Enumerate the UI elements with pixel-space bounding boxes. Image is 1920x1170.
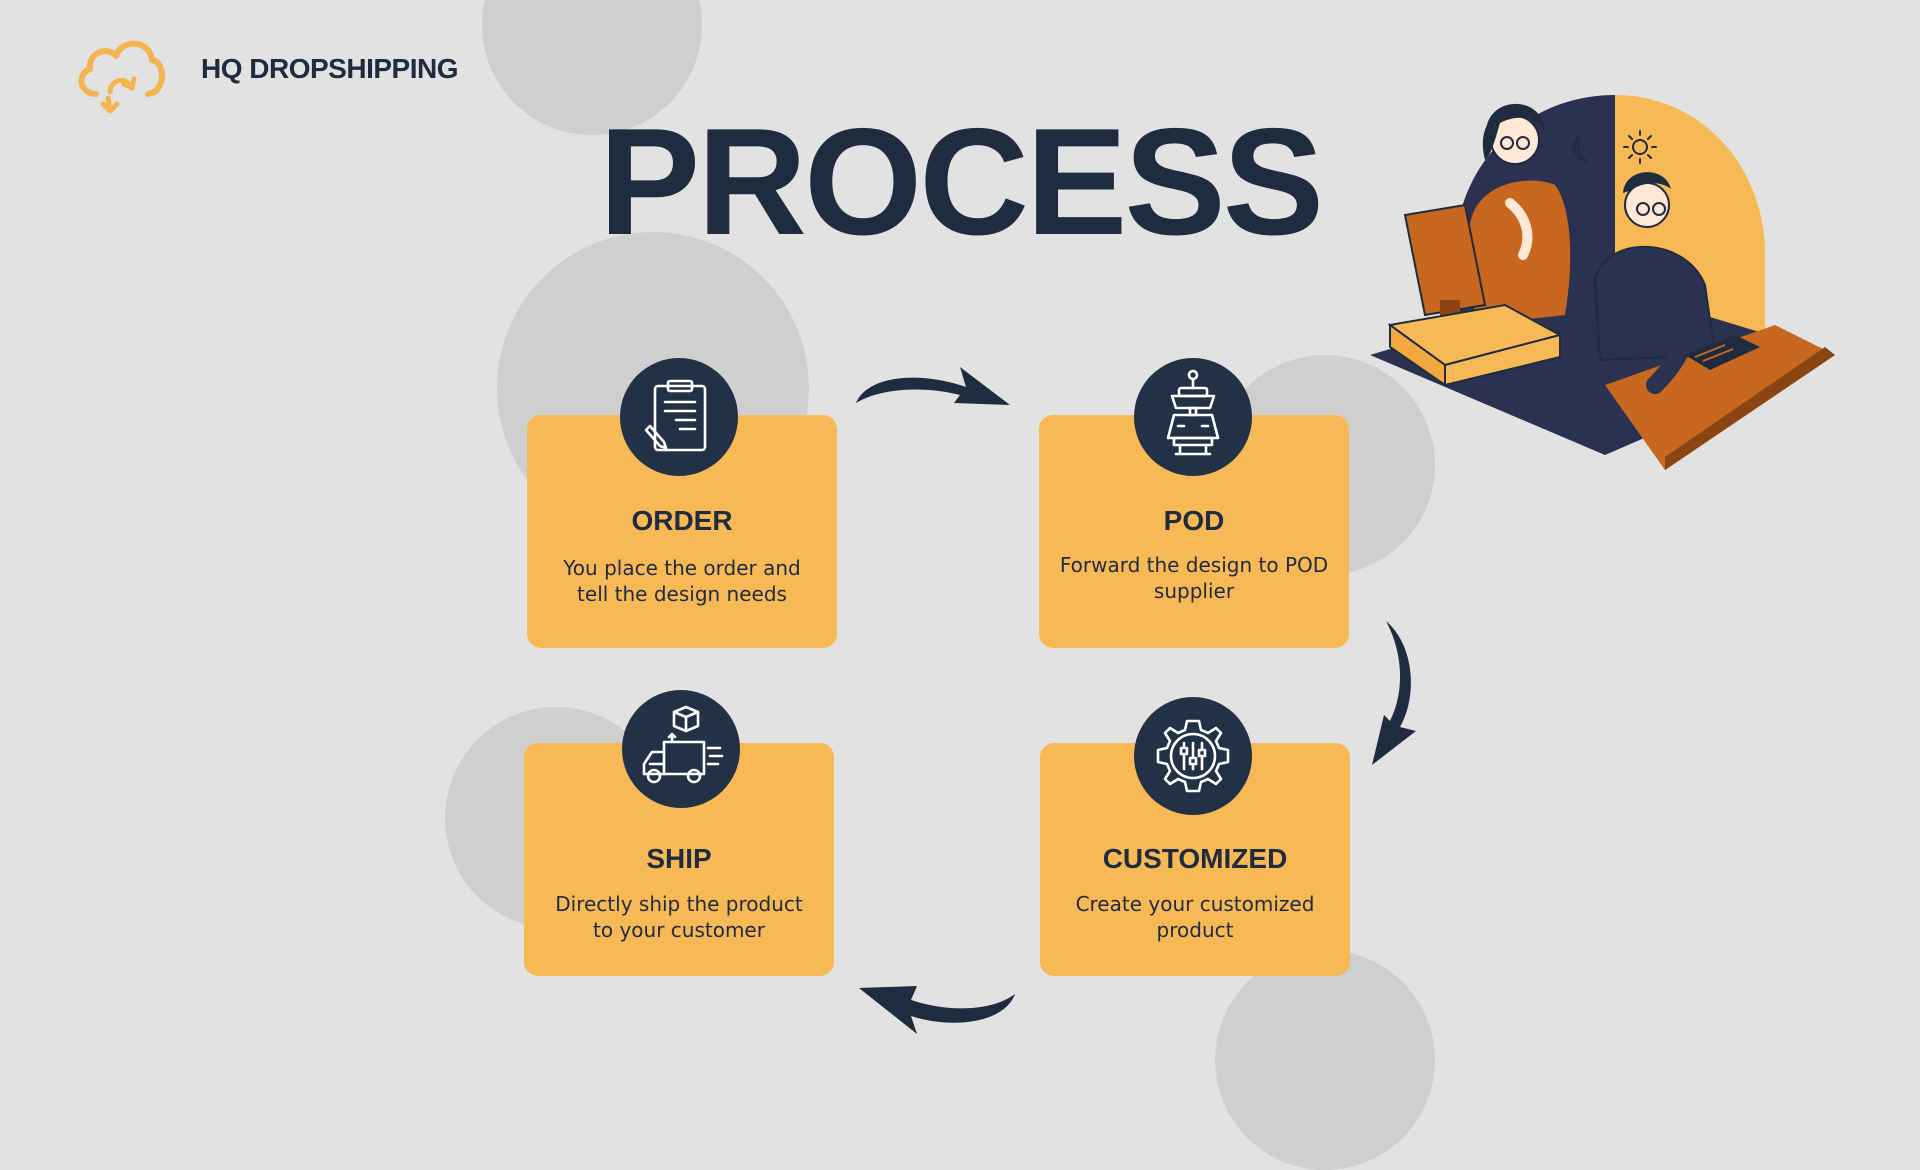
step-description-pod: Forward the design to POD supplier (1059, 553, 1329, 603)
bg-circle-bottom-right (1215, 950, 1435, 1170)
page-title: PROCESS (598, 97, 1324, 267)
people-at-workstation-illustration (1370, 95, 1835, 470)
clipboard-icon (644, 379, 707, 452)
arrow-pod-to-customized (1372, 621, 1416, 765)
gear-sliders-icon (1156, 719, 1230, 793)
step-description-customized: Create your customized product (1075, 892, 1315, 942)
step-title-order: ORDER (631, 505, 733, 536)
cloud-sync-icon (78, 40, 165, 114)
step-icon-circle-ship (622, 690, 740, 808)
step-card-pod: POD Forward the design to POD supplier (1039, 415, 1349, 648)
step-icon-circle-pod (1134, 358, 1252, 476)
delivery-truck-icon (642, 705, 724, 784)
step-icon-circle-customized (1134, 697, 1252, 815)
step-description-order: You place the order and tell the design … (563, 556, 801, 606)
step-icon-circle-order (620, 358, 738, 476)
step-title-pod: POD (1163, 505, 1225, 536)
step-title-customized: CUSTOMIZED (1102, 843, 1288, 874)
step-title-ship: SHIP (646, 843, 712, 874)
brand-name: HQ DROPSHIPPING (201, 53, 458, 84)
step-description-ship: Directly ship the product to your custom… (555, 892, 803, 942)
arrow-customized-to-ship (859, 986, 1015, 1034)
heat-press-icon (1166, 369, 1220, 456)
arrow-order-to-pod (856, 367, 1010, 405)
